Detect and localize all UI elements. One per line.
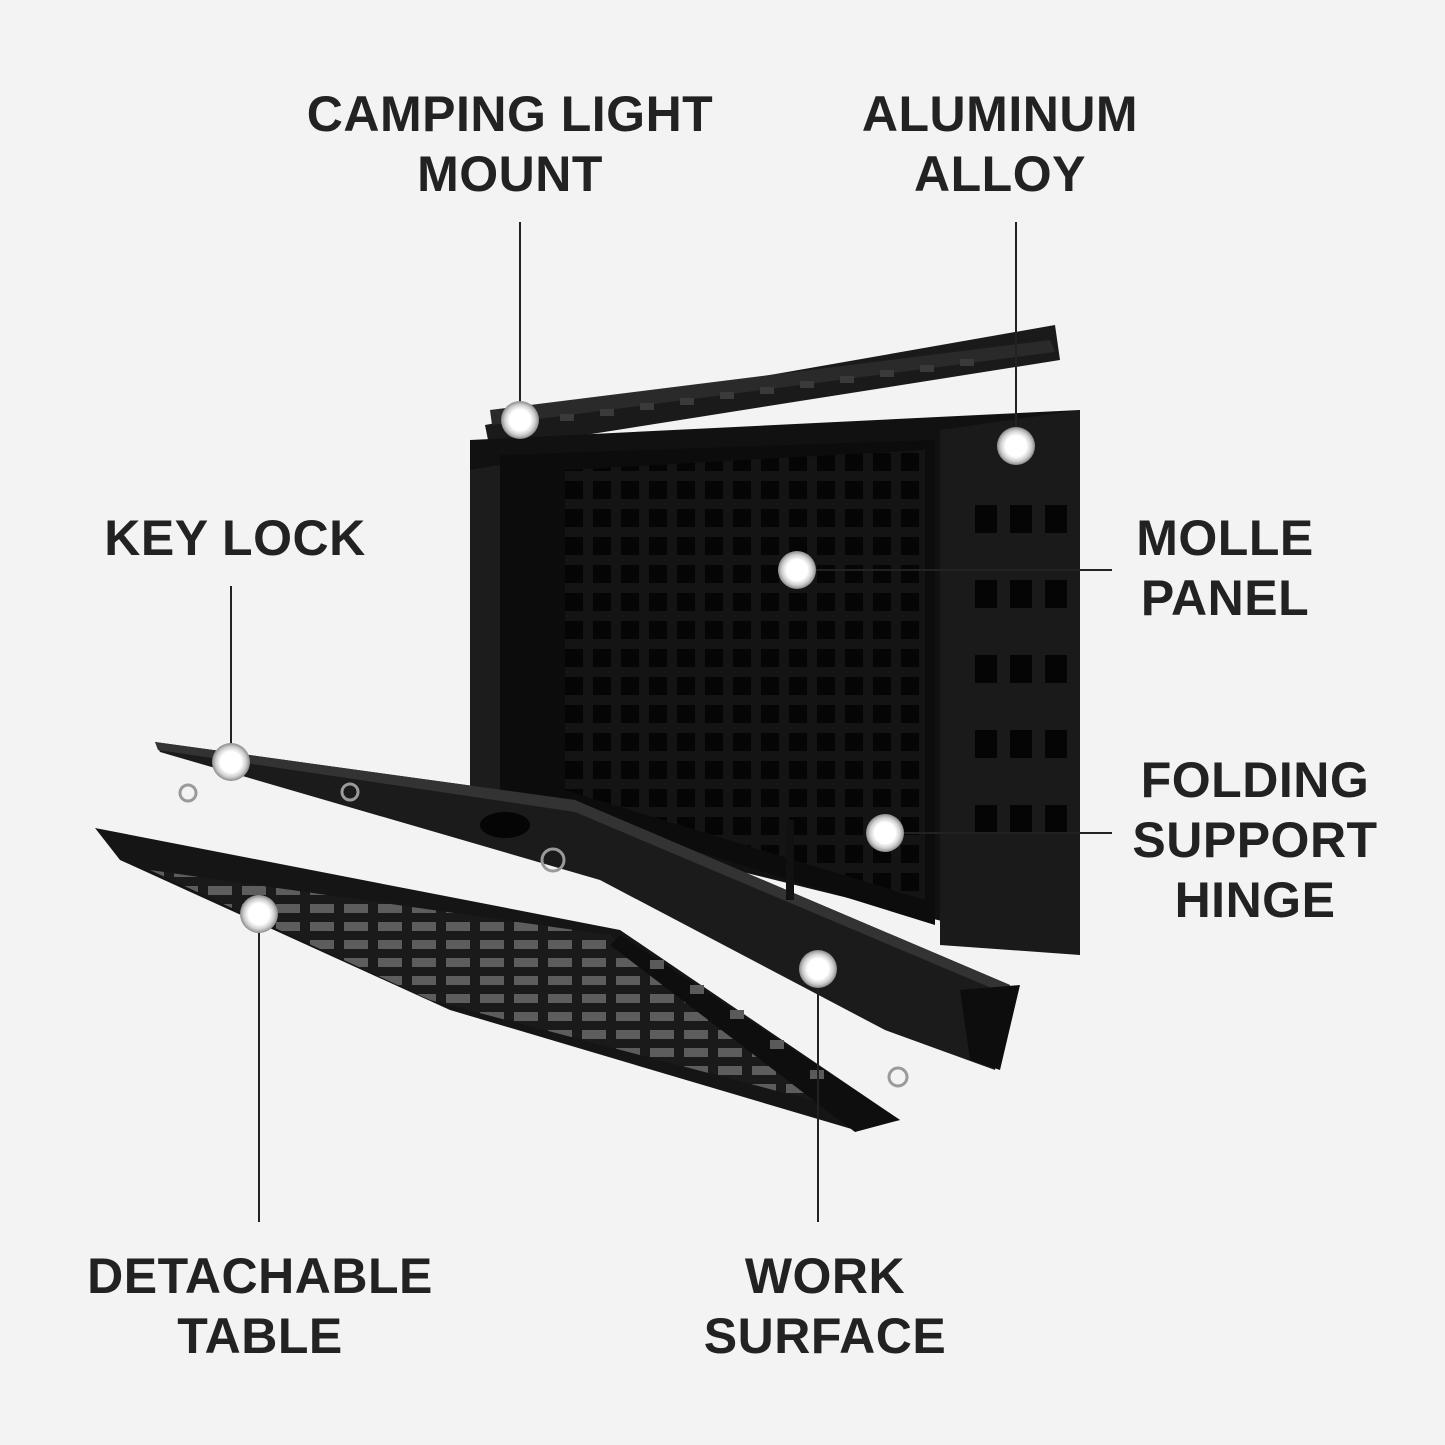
work-surface-label: WORK SURFACE <box>680 1246 970 1366</box>
marker-detachable <box>240 895 278 933</box>
marker-work <box>799 950 837 988</box>
key-lock-label: KEY LOCK <box>90 508 380 568</box>
aluminum-alloy-label: ALUMINUM ALLOY <box>840 84 1160 204</box>
marker-key-lock <box>212 743 250 781</box>
marker-folding <box>866 814 904 852</box>
marker-aluminum <box>997 427 1035 465</box>
aluminum-alloy-line2: ALLOY <box>914 146 1086 202</box>
key-lock-line1: KEY LOCK <box>104 510 366 566</box>
folding-support-hinge-label: FOLDING SUPPORT HINGE <box>1110 750 1400 930</box>
work-surface-line2: SURFACE <box>703 1308 947 1364</box>
detachable-table-line2: TABLE <box>177 1308 343 1364</box>
marker-molle <box>778 551 816 589</box>
camping-light-mount-label: CAMPING LIGHT MOUNT <box>280 84 740 204</box>
aluminum-alloy-line1: ALUMINUM <box>861 86 1139 142</box>
molle-panel-label: MOLLE PANEL <box>1110 508 1340 628</box>
folding-support-hinge-line3: HINGE <box>1174 872 1336 928</box>
marker-camping-light <box>501 401 539 439</box>
camping-light-mount-line2: MOUNT <box>417 146 603 202</box>
detachable-table-label: DETACHABLE TABLE <box>60 1246 460 1366</box>
leader-lines <box>230 222 1112 1222</box>
camping-light-mount-line1: CAMPING LIGHT <box>306 86 714 142</box>
detachable-table <box>95 828 900 1132</box>
callout-markers <box>212 401 1035 988</box>
molle-panel-line1: MOLLE <box>1136 510 1314 566</box>
tool-box-body <box>470 325 1080 955</box>
folding-support-hinge-line2: SUPPORT <box>1132 812 1378 868</box>
molle-panel-line2: PANEL <box>1140 570 1310 626</box>
folding-support-hinge-line1: FOLDING <box>1140 752 1370 808</box>
detachable-table-line1: DETACHABLE <box>87 1248 433 1304</box>
work-surface-line1: WORK <box>744 1248 906 1304</box>
